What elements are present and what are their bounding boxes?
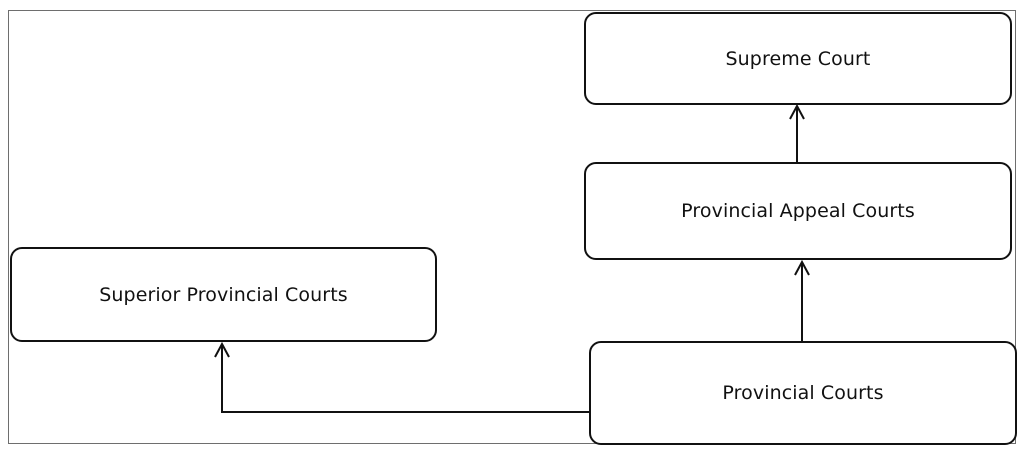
node-provincial-appeal-courts: Provincial Appeal Courts bbox=[584, 162, 1012, 260]
node-label: Supreme Court bbox=[725, 47, 871, 70]
node-label: Provincial Courts bbox=[722, 382, 884, 404]
node-label: Provincial Appeal Courts bbox=[681, 200, 915, 222]
node-label: Superior Provincial Courts bbox=[99, 283, 348, 306]
node-provincial-courts: Provincial Courts bbox=[589, 341, 1017, 445]
node-superior-provincial-courts: Superior Provincial Courts bbox=[10, 247, 437, 342]
node-supreme-court: Supreme Court bbox=[584, 12, 1012, 105]
